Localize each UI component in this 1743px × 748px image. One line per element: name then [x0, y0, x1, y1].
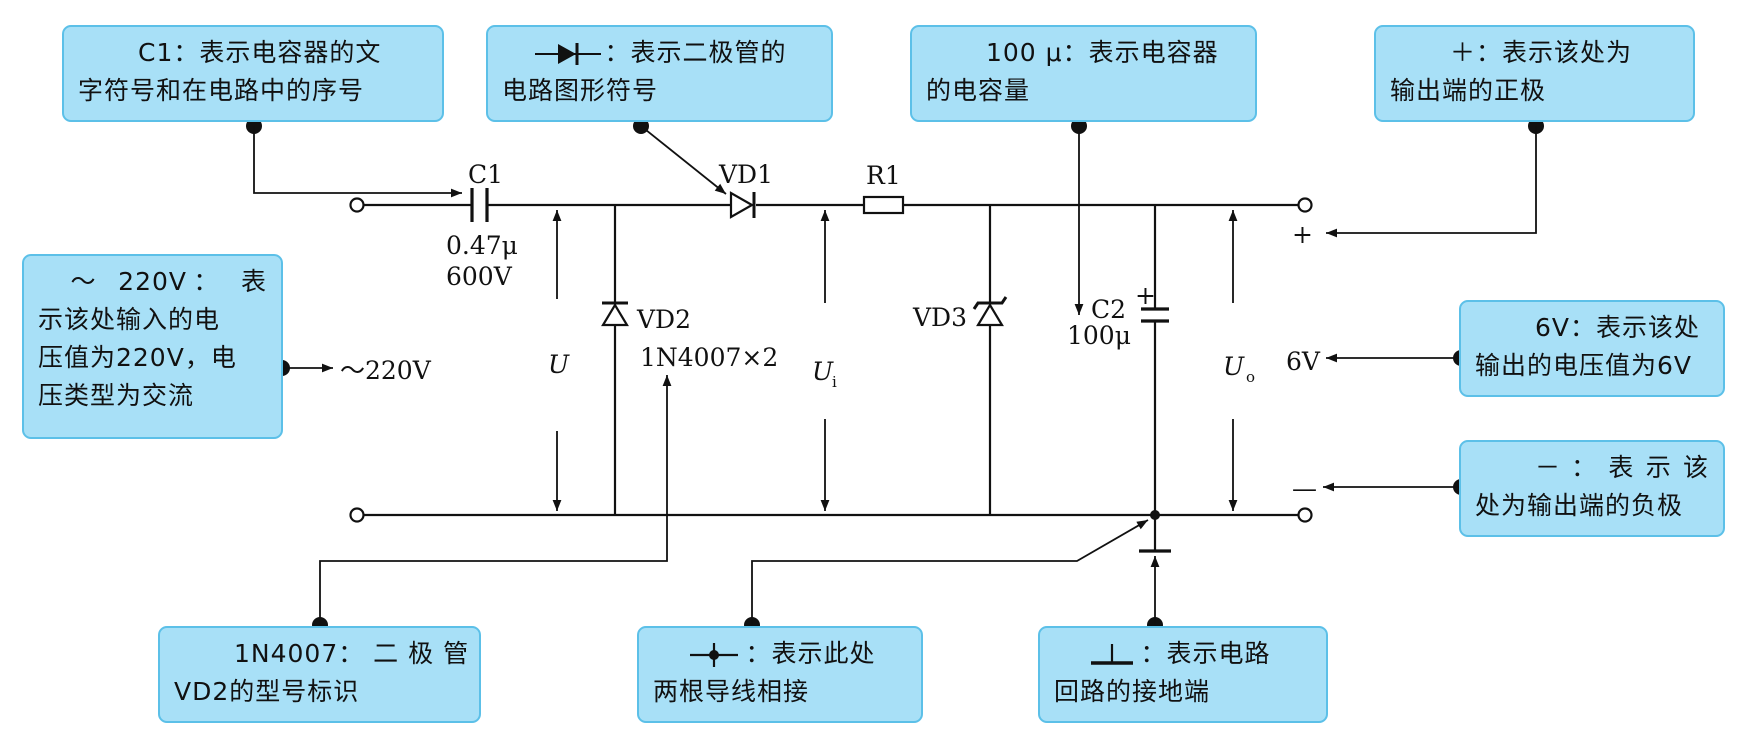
label-ui-sub: i [832, 373, 837, 391]
label-minus-terminal: — [1292, 474, 1317, 503]
callout-junction-line-1: ：表示此处 [653, 635, 907, 673]
diode-vd2 [601, 205, 629, 515]
resistor-r1 [862, 195, 905, 215]
capacitor-c2 [1141, 205, 1169, 515]
capacitor-c1 [470, 188, 489, 222]
callout-capacitance-line-1: 100 μ：表示电容器 [986, 38, 1219, 67]
callout-capacitance-line-2: 的电容量 [926, 76, 1031, 105]
callout-junction-line-2: 两根导线相接 [653, 677, 810, 706]
callout-diode-symbol-line-2: 电路图形符号 [502, 76, 659, 105]
output-terminal-bottom [1297, 507, 1313, 523]
callout-ground-text-1: ：表示电路 [1140, 639, 1271, 668]
callout-junction: ：表示此处 两根导线相接 [637, 626, 923, 723]
callout-ground: ：表示电路 回路的接地端 [1038, 626, 1328, 723]
label-uo-sub: o [1246, 368, 1255, 386]
ground-symbol [1139, 515, 1171, 553]
callout-plus-line-1: ＋：表示该处为 [1450, 38, 1633, 67]
label-c2-plus: + [1135, 281, 1156, 310]
callout-ac-input-line-1: ～ 220V： 表 [70, 267, 267, 296]
callout-model-line-2: VD2的型号标识 [174, 677, 360, 706]
callout-capacitance: 100 μ：表示电容器 的电容量 [910, 25, 1257, 122]
diode-symbol-icon [534, 43, 601, 65]
output-terminal-top [1297, 197, 1313, 213]
callout-model-line-1: 1N4007： 二 极 管 [234, 639, 470, 668]
callout-ac-input-line-2: 示该处输入的电 [38, 305, 221, 334]
callout-minus: － ： 表 示 该 处为输出端的负极 [1459, 440, 1725, 537]
callout-plus: ＋：表示该处为 输出端的正极 [1374, 25, 1695, 122]
callout-c1: C1：表示电容器的文 字符号和在电路中的序号 [62, 25, 444, 122]
label-vd1: VD1 [718, 160, 773, 189]
junction-dot [1150, 510, 1160, 520]
callout-six-volt-line-2: 输出的电压值为6V [1475, 351, 1693, 380]
label-ac-input: ～220V [340, 356, 432, 385]
callout-c1-line-1: C1：表示电容器的文 [138, 38, 382, 67]
callout-c1-line-2: 字符号和在电路中的序号 [78, 76, 365, 105]
callout-ac-input-line-3: 压值为220V，电 [38, 343, 237, 372]
label-vd3: VD3 [912, 303, 967, 332]
label-vd2-model: 1N4007×2 [640, 343, 778, 372]
callout-ac-input: ～ 220V： 表 示该处输入的电 压值为220V，电 压类型为交流 [22, 254, 283, 439]
callout-junction-text-1: ：表示此处 [745, 639, 876, 668]
label-ui: U [812, 357, 834, 386]
label-output-voltage: 6V [1286, 347, 1321, 376]
label-plus-terminal: + [1292, 220, 1313, 249]
ground-symbol-icon [1090, 644, 1133, 665]
label-vd2: VD2 [636, 305, 691, 334]
label-c2-value: 100μ [1067, 321, 1131, 350]
callout-ground-line-1: ：表示电路 [1054, 635, 1312, 673]
callout-diode-symbol-text-1: ：表示二极管的 [604, 38, 787, 67]
diode-vd1 [729, 191, 756, 219]
leader-c1 [253, 126, 462, 198]
callout-diode-symbol-line-1: ：表示二极管的 [502, 34, 817, 72]
label-c2: C2 [1091, 295, 1126, 324]
label-c1-value: 0.47μ [446, 231, 518, 260]
callout-model: 1N4007： 二 极 管 VD2的型号标识 [158, 626, 481, 723]
callout-ac-input-line-4: 压类型为交流 [38, 381, 195, 410]
callout-diode-symbol: ：表示二极管的 电路图形符号 [486, 25, 833, 122]
callout-minus-line-1: － ： 表 示 该 [1535, 453, 1709, 482]
callout-minus-line-2: 处为输出端的负极 [1475, 491, 1684, 520]
leader-model [319, 375, 672, 625]
input-terminal-top [349, 197, 365, 213]
input-terminal-bottom [349, 507, 365, 523]
callout-six-volt: 6V：表示该处 输出的电压值为6V [1459, 300, 1725, 397]
label-uo: U [1223, 352, 1245, 381]
leader-plus [1326, 126, 1537, 238]
leader-junction [751, 519, 1149, 625]
label-c1-voltage: 600V [446, 262, 513, 291]
label-r1: R1 [866, 161, 901, 190]
label-c1: C1 [468, 160, 503, 189]
callout-six-volt-line-1: 6V：表示该处 [1535, 313, 1701, 342]
callout-plus-line-2: 输出端的正极 [1390, 76, 1547, 105]
callout-ground-line-2: 回路的接地端 [1054, 677, 1211, 706]
zener-diode-vd3 [972, 205, 1008, 515]
leader-diode [640, 125, 727, 195]
label-u: U [548, 350, 570, 379]
junction-symbol-icon [689, 643, 738, 667]
